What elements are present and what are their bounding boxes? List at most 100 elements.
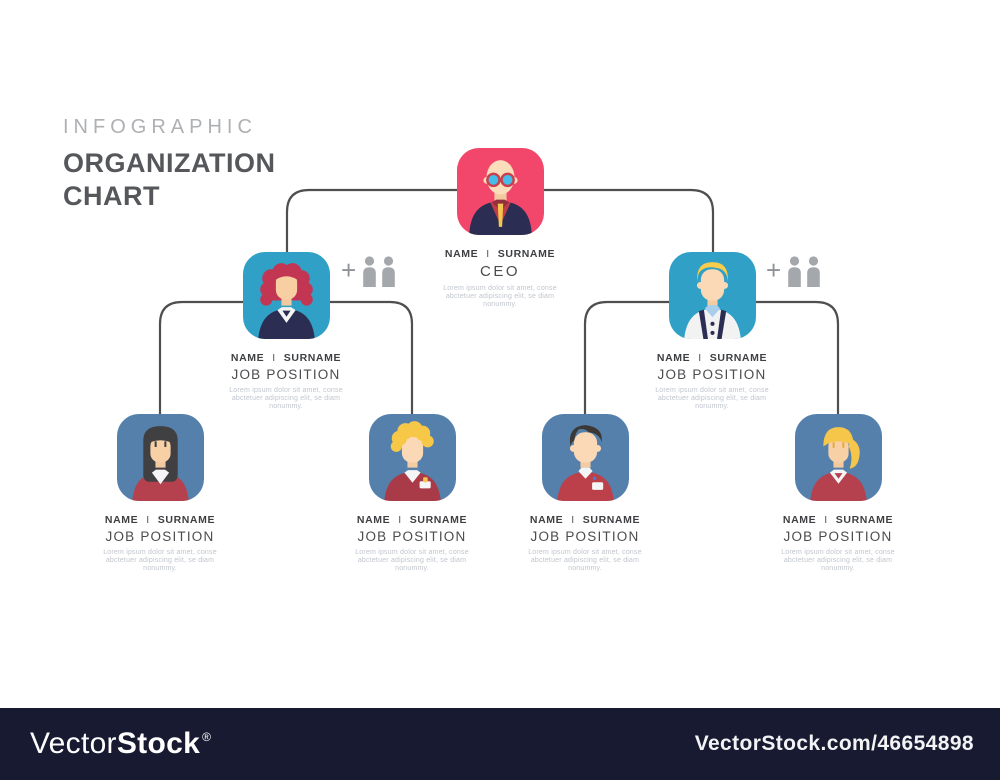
desc-line: nonummy. [821, 565, 855, 572]
employee-3-avatar [541, 414, 629, 501]
desc-line: abctetuer adipiscing elit, se diam [357, 557, 467, 564]
description-text: Lorem ipsum dolor sit amet, conse abctet… [655, 387, 769, 411]
name-separator: I [272, 352, 276, 364]
name-separator: I [824, 514, 828, 526]
manager-left-avatar [242, 252, 330, 339]
add-members-right: + [766, 255, 821, 287]
title-line2: CHART [63, 181, 160, 211]
position-label: CEO [479, 263, 520, 280]
woman-dark-hair-icon [131, 426, 189, 501]
desc-line: abctetuer adipiscing elit, se diam [231, 395, 341, 402]
title-line1: ORGANIZATION [63, 148, 276, 178]
name-text: NAME [444, 248, 479, 260]
bald-man-glasses-icon [468, 160, 532, 235]
surname-text: SURNAME [709, 352, 768, 364]
name-label: NAME I SURNAME [445, 248, 555, 260]
position-label: JOB POSITION [105, 529, 215, 544]
surname-text: SURNAME [409, 514, 468, 526]
employee-4-avatar [794, 414, 882, 501]
name-separator: I [571, 514, 575, 526]
desc-line: Lorem ipsum dolor sit amet, conse [528, 549, 642, 556]
blond-curly-man-icon [383, 421, 441, 501]
desc-line: nonummy. [695, 403, 729, 410]
plus-icon: + [766, 255, 782, 285]
description-text: Lorem ipsum dolor sit amet, conse abctet… [103, 549, 217, 573]
position-label: JOB POSITION [231, 367, 341, 382]
manager-right-avatar [668, 252, 756, 339]
surname-text: SURNAME [283, 352, 342, 364]
desc-line: Lorem ipsum dolor sit amet, conse [229, 387, 343, 394]
position-label: JOB POSITION [783, 529, 893, 544]
position-label: JOB POSITION [357, 529, 467, 544]
description-text: Lorem ipsum dolor sit amet, conse abctet… [443, 285, 557, 309]
description-text: Lorem ipsum dolor sit amet, conse abctet… [528, 549, 642, 573]
desc-line: Lorem ipsum dolor sit amet, conse [355, 549, 469, 556]
name-text: NAME [656, 352, 691, 364]
description-text: Lorem ipsum dolor sit amet, conse abctet… [229, 387, 343, 411]
vectorstock-logo: VectorStock® [30, 727, 211, 761]
node-ceo: NAME I SURNAME CEO Lorem ipsum dolor sit a… [395, 148, 605, 309]
desc-line: Lorem ipsum dolor sit amet, conse [781, 549, 895, 556]
name-label: NAME I SURNAME [105, 514, 215, 526]
desc-line: abctetuer adipiscing elit, se diam [445, 293, 555, 300]
blonde-woman-ponytail-icon [809, 427, 867, 501]
position-label: JOB POSITION [657, 367, 767, 382]
ceo-avatar [456, 148, 544, 235]
woman-curly-hair-icon [257, 263, 315, 339]
description-text: Lorem ipsum dolor sit amet, conse abctet… [355, 549, 469, 573]
title-block: INFOGRAPHIC ORGANIZATION CHART [63, 116, 275, 213]
surname-text: SURNAME [582, 514, 641, 526]
name-text: NAME [104, 514, 139, 526]
connector-mgrleft-emp2 [328, 300, 414, 415]
desc-line: nonummy. [269, 403, 303, 410]
title-eyebrow: INFOGRAPHIC [63, 116, 257, 138]
add-members-left: + [341, 255, 396, 287]
employee-1-avatar [116, 414, 204, 501]
desc-line: nonummy. [483, 301, 517, 308]
node-manager-right: NAME I SURNAME JOB POSITION Lorem ipsum do… [607, 252, 817, 411]
name-separator: I [698, 352, 702, 364]
description-text: Lorem ipsum dolor sit amet, conse abctet… [781, 549, 895, 573]
name-separator: I [146, 514, 150, 526]
name-text: NAME [356, 514, 391, 526]
plus-icon: + [341, 255, 357, 285]
desc-line: abctetuer adipiscing elit, se diam [783, 557, 893, 564]
position-label: JOB POSITION [530, 529, 640, 544]
surname-text: SURNAME [835, 514, 894, 526]
node-employee-1: NAME I SURNAME JOB POSITION Lorem ipsum do… [55, 414, 265, 573]
desc-line: Lorem ipsum dolor sit amet, conse [655, 387, 769, 394]
watermark-bar: VectorStock® VectorStock.com/46654898 [0, 708, 1000, 780]
connector-ceo-left [285, 188, 458, 252]
registered-mark: ® [202, 730, 212, 744]
name-separator: I [486, 248, 490, 260]
desc-line: nonummy. [568, 565, 602, 572]
logo-bold: Stock [116, 727, 201, 760]
blond-man-suspenders-icon [683, 262, 741, 339]
desc-line: abctetuer adipiscing elit, se diam [530, 557, 640, 564]
employee-2-avatar [368, 414, 456, 501]
node-manager-left: NAME I SURNAME JOB POSITION Lorem ipsum do… [181, 252, 391, 411]
people-icon [788, 256, 820, 287]
desc-line: Lorem ipsum dolor sit amet, conse [103, 549, 217, 556]
connector-ceo-right [542, 188, 715, 252]
connector-mgrright-emp4 [756, 300, 840, 415]
connector-mgrleft-emp1 [158, 300, 244, 415]
dark-haired-man-icon [556, 425, 614, 501]
desc-line: nonummy. [395, 565, 429, 572]
people-icon [363, 256, 395, 287]
desc-line: abctetuer adipiscing elit, se diam [657, 395, 767, 402]
name-text: NAME [230, 352, 265, 364]
surname-text: SURNAME [157, 514, 216, 526]
name-label: NAME I SURNAME [231, 352, 341, 364]
surname-text: SURNAME [497, 248, 556, 260]
desc-line: abctetuer adipiscing elit, se diam [105, 557, 215, 564]
desc-line: Lorem ipsum dolor sit amet, conse [443, 285, 557, 292]
